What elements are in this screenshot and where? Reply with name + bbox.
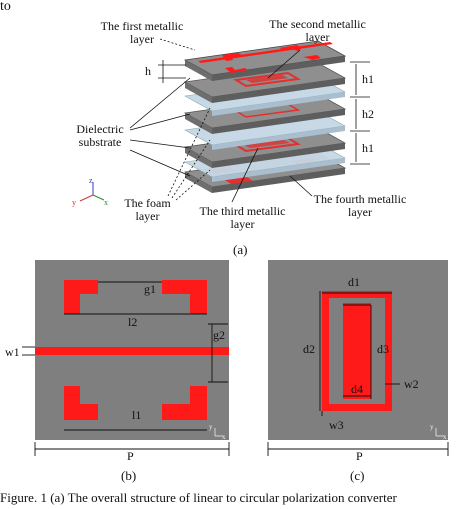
caption-b: (b): [121, 468, 137, 483]
label-dielectric-line1: Dielectric: [76, 122, 124, 136]
axes-glyph-b: [214, 428, 223, 437]
label-dielectric-line2: substrate: [78, 135, 122, 149]
axis-z-label-a: z: [89, 176, 93, 185]
label-third-metallic: The third metallic layer: [185, 205, 300, 231]
label-h: h: [145, 64, 151, 78]
figure-caption: Figure. 1 (a) The overall structure of l…: [0, 490, 397, 505]
leader-lines: [129, 38, 313, 203]
metal-corner-tr: [162, 280, 207, 314]
label-d3: d3: [377, 342, 389, 356]
label-l2: l2: [128, 315, 138, 329]
label-g1: g1: [144, 282, 156, 296]
thickness-dimensions: [350, 61, 370, 165]
caption-c: (c): [350, 468, 365, 483]
axis-x-label-a: x: [104, 198, 108, 207]
axes-glyph-a: [79, 182, 105, 202]
figure-b-diagram: [22, 260, 230, 456]
axis-x-label-b: x: [222, 433, 226, 441]
h-dimension: [158, 60, 186, 83]
label-dielectric: Dielectric substrate: [60, 123, 140, 149]
metal-patch-c: [343, 303, 371, 399]
label-first-metallic-line2: layer: [130, 32, 154, 46]
label-w3: w3: [329, 418, 344, 432]
label-second-metallic: The second metallic layer: [255, 18, 380, 44]
label-foam: The foam layer: [110, 197, 185, 223]
label-foam-line1: The foam: [124, 196, 171, 210]
label-h1-top: h1: [362, 72, 374, 86]
label-fourth-metallic: The fourth metallic layer: [300, 193, 420, 219]
label-d2: d2: [303, 342, 315, 356]
label-first-metallic-line1: The first metallic: [100, 19, 184, 33]
label-P-b: P: [127, 449, 134, 463]
metal-corner-tl: [64, 280, 98, 314]
metal-strip-b: [35, 347, 229, 355]
label-foam-line2: layer: [135, 209, 160, 223]
metal-corner-bl: [64, 386, 98, 420]
axis-y-label-c: y: [430, 423, 434, 431]
label-fourth-metallic-line2: layer: [348, 205, 372, 219]
label-w2: w2: [404, 377, 419, 391]
figure-a-diagram: [79, 38, 370, 203]
metal-corner-br: [162, 386, 207, 420]
text-fragment: to: [0, 0, 11, 14]
label-third-metallic-line2: layer: [230, 217, 255, 231]
axis-x-label-c: x: [443, 433, 447, 441]
label-d1: d1: [348, 275, 360, 289]
dimensions-b: [22, 281, 230, 456]
layer-stack: [183, 40, 347, 193]
label-second-metallic-line2: layer: [305, 30, 330, 44]
axes-glyph-c: [435, 428, 444, 437]
label-second-metallic-line1: The second metallic: [269, 17, 366, 31]
label-g2: g2: [213, 328, 225, 342]
label-w1: w1: [5, 345, 20, 359]
label-l1: l1: [132, 408, 142, 422]
label-d4: d4: [351, 382, 363, 396]
label-h2: h2: [362, 107, 374, 121]
label-P-c: P: [356, 449, 363, 463]
caption-a: (a): [233, 242, 248, 257]
label-h1-bottom: h1: [362, 141, 374, 155]
label-third-metallic-line1: The third metallic: [199, 204, 286, 218]
axis-y-label-b: y: [209, 423, 213, 431]
dimensions-c: [267, 291, 449, 456]
first-metallic-layer: [198, 42, 333, 73]
label-fourth-metallic-line1: The fourth metallic: [313, 192, 407, 206]
label-first-metallic: The first metallic layer: [82, 20, 202, 46]
figure-c-diagram: [267, 260, 449, 456]
axis-y-label-a: y: [72, 198, 76, 207]
